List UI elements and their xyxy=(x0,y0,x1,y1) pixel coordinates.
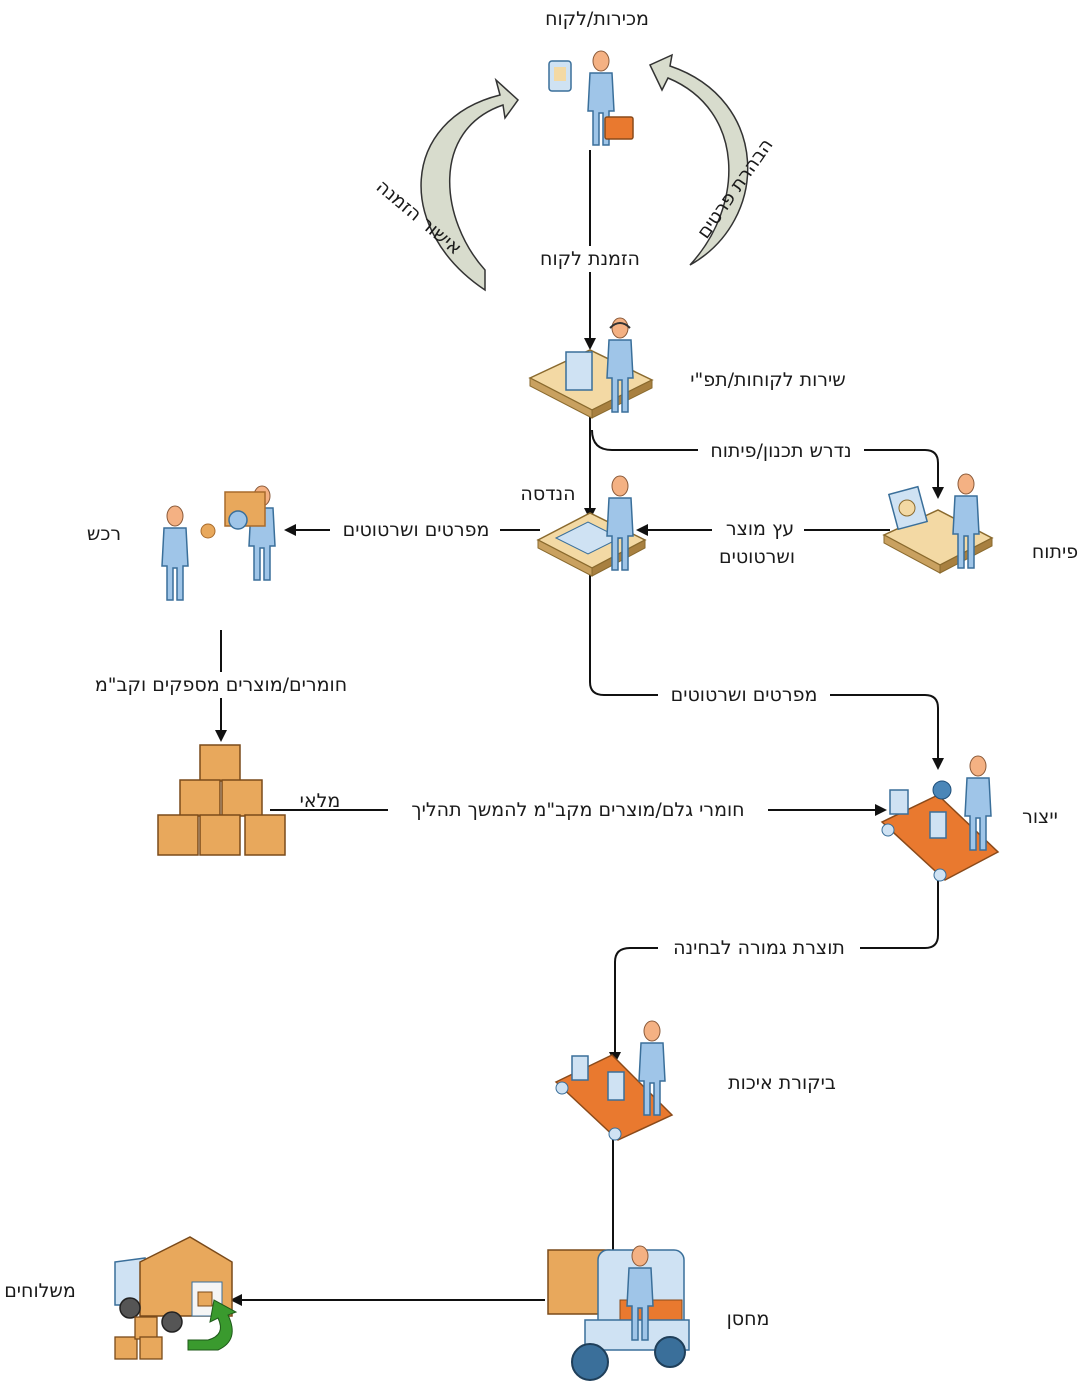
edge-label-planning-required: נדרש תכנון/פיתוח xyxy=(710,440,851,462)
engineering-desk-icon xyxy=(536,475,647,577)
node-label-purchasing: רכש xyxy=(87,523,121,545)
node-label-inventory: מלאי xyxy=(300,790,341,812)
purchasing-people-icon xyxy=(161,485,276,601)
edge-service-to-development xyxy=(591,429,944,499)
edge-label-finished-product: תוצרת גמורה לבחינה xyxy=(673,937,845,959)
development-desk-icon xyxy=(882,473,994,574)
node-label-customer-service: שירות לקוחות/תפ"י xyxy=(690,369,845,391)
edge-label-customer-order: הזמנת לקוח xyxy=(540,248,640,270)
order-approval-arrow xyxy=(420,77,520,292)
node-label-engineering: הנדסה xyxy=(520,483,575,505)
edge-engineering-to-production xyxy=(589,575,944,770)
details-clarification-arrow xyxy=(648,53,749,266)
edge-label-product-tree-2: ושרטוטים xyxy=(719,546,795,568)
node-label-sales: מכירות/לקוח xyxy=(545,8,649,30)
inventory-boxes-icon xyxy=(157,744,286,856)
node-label-shipping: משלוחים xyxy=(4,1280,76,1302)
edge-label-specs-purchasing: מפרטים ושרטוטים xyxy=(343,519,490,541)
production-line-icon xyxy=(880,755,1000,882)
customer-service-desk-icon xyxy=(528,317,654,419)
edge-label-materials: חומרים/מוצרים מספקים וקב"מ xyxy=(95,674,347,696)
edge-label-product-tree-1: עץ מוצר xyxy=(726,518,794,540)
quality-control-icon xyxy=(554,1020,674,1141)
node-label-warehouse: מחסן xyxy=(727,1308,770,1330)
edge-production-to-quality xyxy=(609,880,939,1064)
edge-label-raw-materials: חומרי גלם/מוצרים מקב"מ להמשך תהליך xyxy=(411,799,744,821)
node-label-development: פיתוח xyxy=(1032,541,1078,563)
shipping-truck-icon xyxy=(114,1236,238,1360)
warehouse-forklift-icon xyxy=(547,1245,690,1381)
edge-label-specs-production: מפרטים ושרטוטים xyxy=(671,684,818,706)
node-label-quality: ביקורת איכות xyxy=(728,1072,836,1094)
node-label-production: ייצור xyxy=(1022,806,1058,828)
sales-person-icon xyxy=(548,50,634,146)
